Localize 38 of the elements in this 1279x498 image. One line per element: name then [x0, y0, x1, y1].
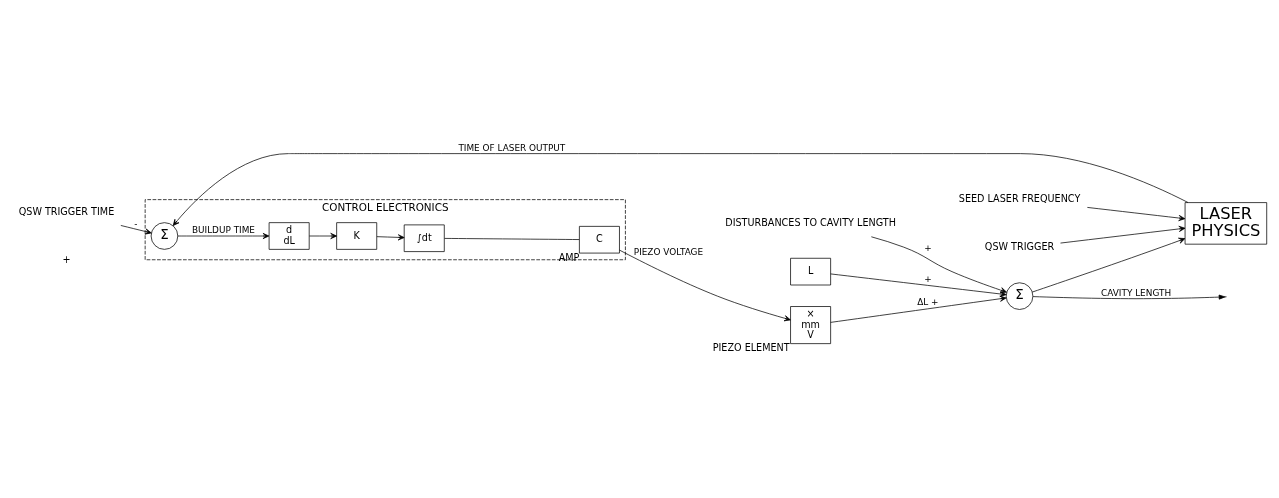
edge-label: + — [924, 273, 932, 284]
edge-label: - — [134, 218, 138, 229]
arrow — [1060, 225, 1186, 244]
node-box: LASER PHYSICS — [1184, 202, 1268, 245]
edge-label: CAVITY LENGTH — [1101, 287, 1172, 298]
edge-label: TIME OF LASER OUTPUT — [458, 143, 566, 154]
arrow — [870, 236, 1007, 294]
arrow — [120, 225, 152, 235]
node-box: × mm V — [790, 306, 831, 344]
node-text: QSW TRIGGER — [984, 241, 1055, 253]
node-label: AMP — [558, 251, 580, 263]
node-box: C — [579, 226, 620, 254]
arrow — [1032, 294, 1226, 300]
node-box: L — [790, 257, 831, 286]
arrow — [830, 273, 1007, 297]
connector — [444, 238, 580, 240]
arrow — [177, 232, 270, 240]
arrow — [309, 232, 337, 240]
edge-label: ΔL + — [917, 297, 939, 308]
arrow — [376, 234, 405, 241]
arrow — [172, 153, 1189, 226]
edge-label: + — [924, 242, 932, 253]
arrow — [1031, 237, 1186, 293]
node-box: d dL — [268, 222, 310, 250]
node-box: K — [336, 222, 378, 250]
node-text: DISTURBANCES TO CAVITY LENGTH — [725, 216, 896, 228]
edge-label: BUILDUP TIME — [191, 225, 255, 236]
node-text: QSW TRIGGER TIME — [18, 205, 115, 217]
node-box: ∫dt — [403, 224, 445, 252]
arrow — [830, 295, 1007, 323]
edge-label: PIEZO VOLTAGE — [633, 247, 704, 258]
node-text: SEED LASER FREQUENCY — [958, 193, 1081, 205]
arrow — [619, 249, 791, 322]
node-label: PIEZO ELEMENT — [712, 342, 790, 354]
node-circle: Σ — [150, 222, 179, 250]
label: + — [62, 254, 71, 266]
node-circle: Σ — [1005, 282, 1034, 310]
arrow — [1087, 207, 1186, 222]
